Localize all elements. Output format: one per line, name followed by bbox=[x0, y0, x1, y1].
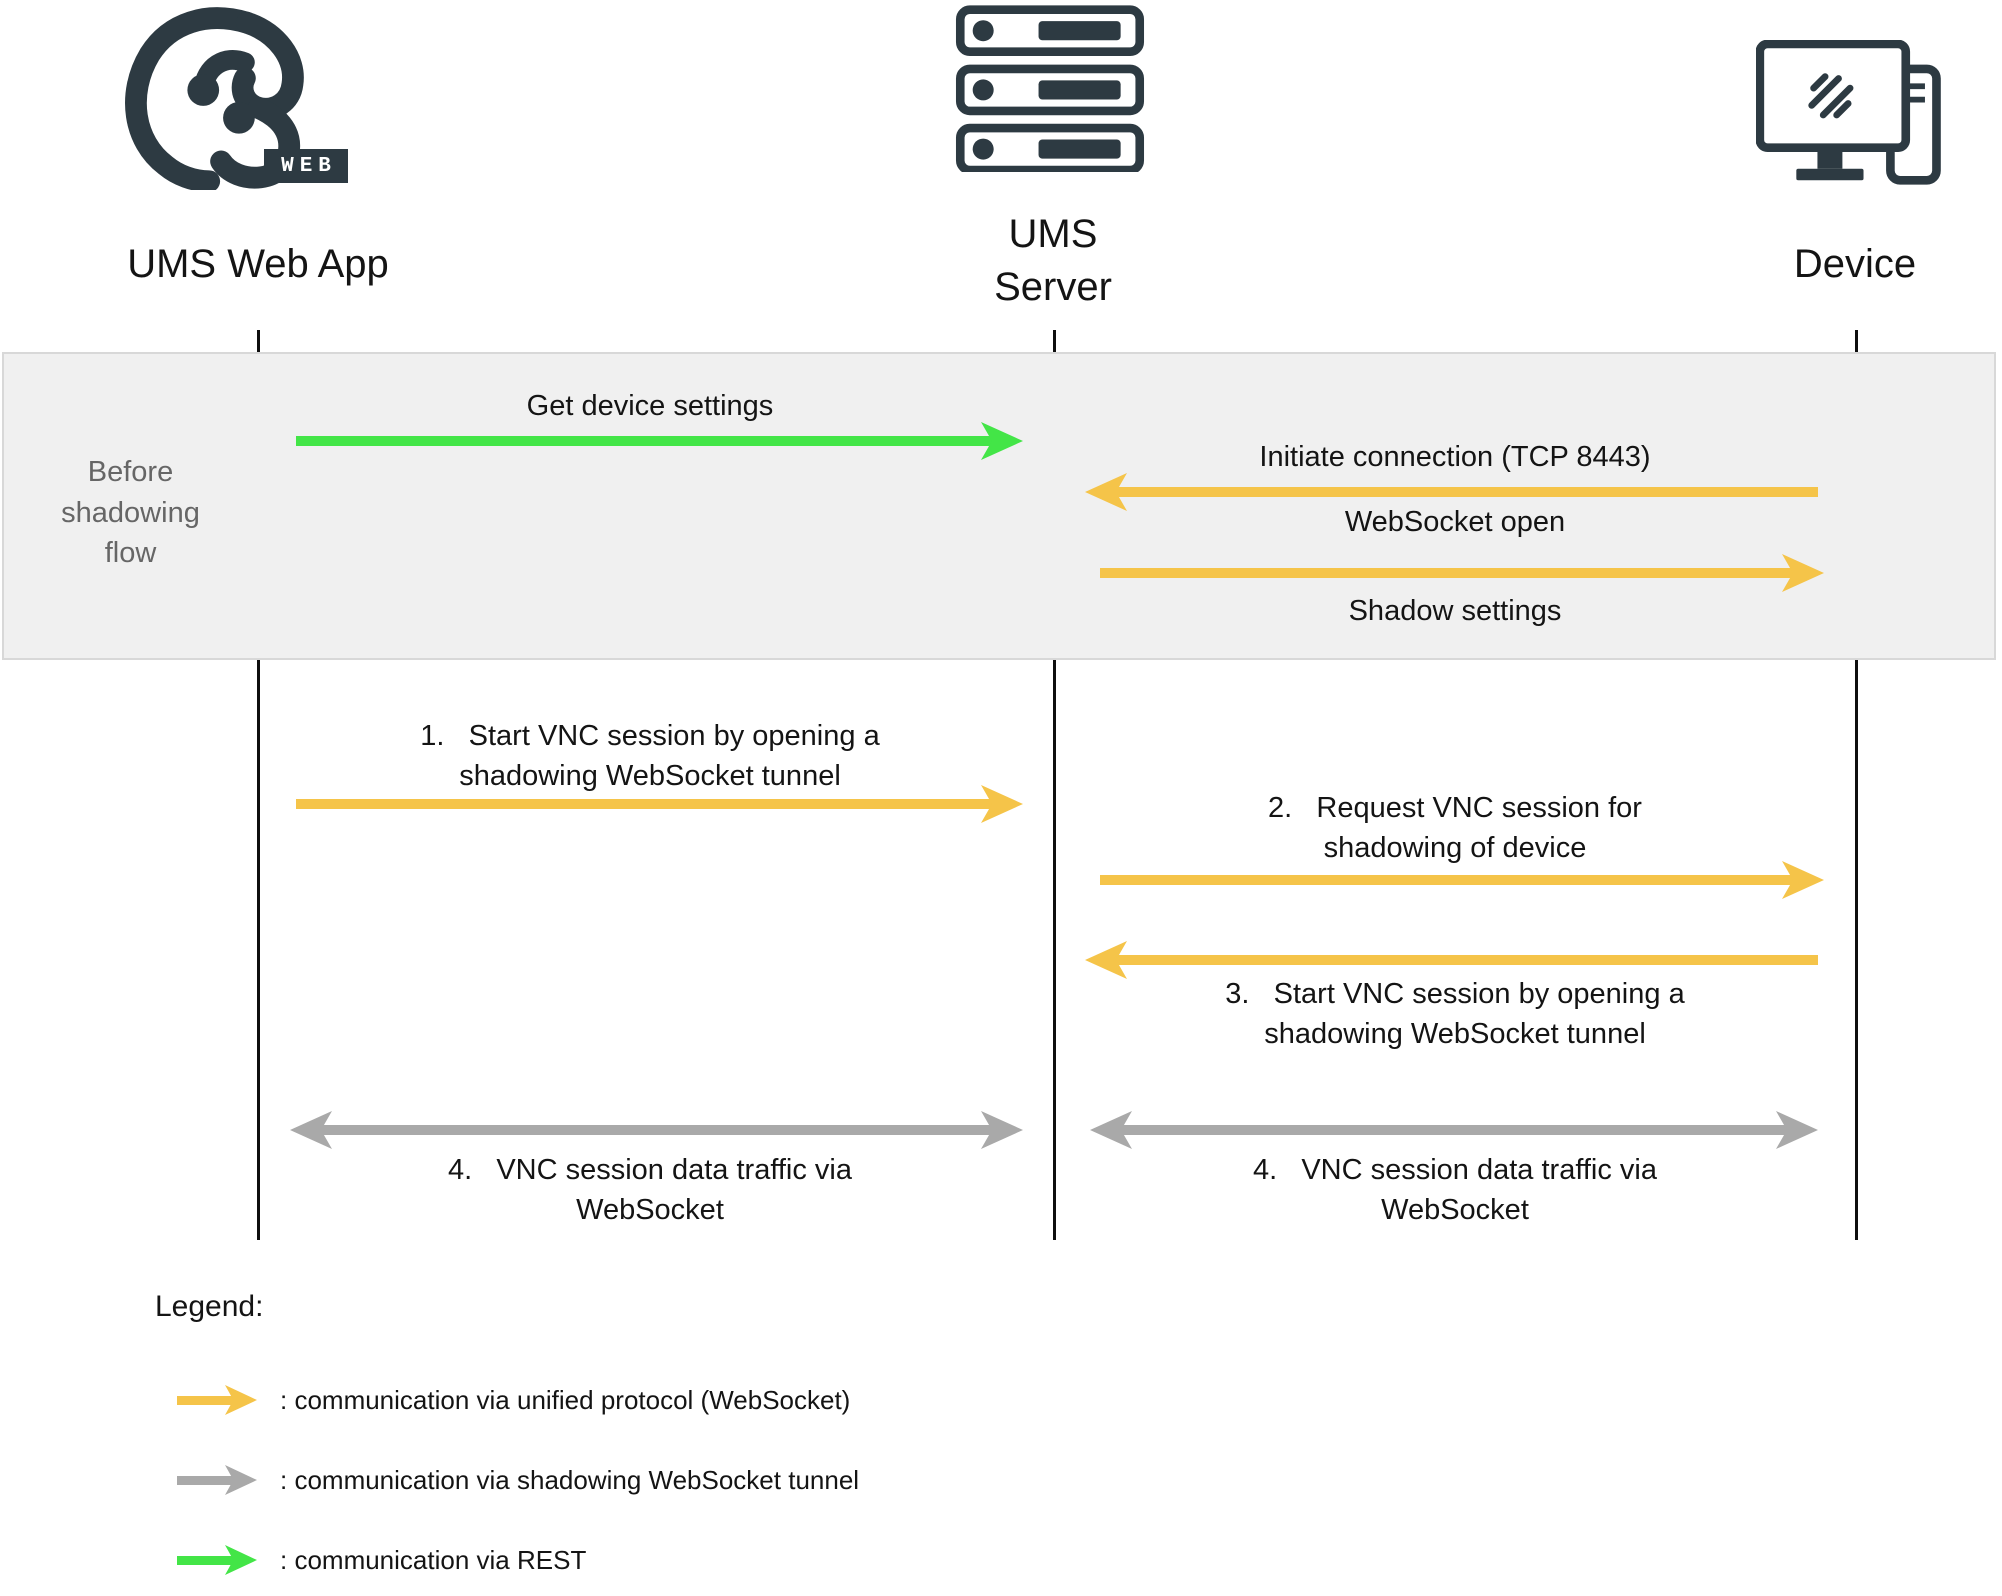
actor-label-ums-web-app: UMS Web App bbox=[127, 242, 389, 286]
actor-label-device: Device bbox=[1793, 242, 1917, 286]
msg-step4-right: 4. VNC session data traffic via WebSocke… bbox=[1252, 1154, 1658, 1226]
lifeline-device bbox=[1855, 330, 1858, 1240]
arrow-step4-left bbox=[290, 1108, 1023, 1152]
legend-item-unified-protocol: : communication via unified protocol (We… bbox=[280, 1385, 851, 1415]
arrow-websocket-open bbox=[1100, 551, 1824, 595]
msg-shadow-settings: Shadow settings bbox=[1348, 595, 1562, 627]
server-stack-icon bbox=[953, 4, 1147, 177]
arrow-step3 bbox=[1085, 938, 1818, 982]
lifeline-ums-server bbox=[1053, 330, 1056, 1240]
msg-get-device-settings: Get device settings bbox=[526, 390, 774, 422]
before-shadowing-label: Before shadowing flow bbox=[61, 456, 200, 570]
arrow-initiate-connection bbox=[1085, 470, 1818, 514]
lifeline-ums-web-app bbox=[257, 330, 260, 1240]
legend-title: Legend: bbox=[155, 1290, 264, 1323]
legend-green-arrow-icon bbox=[177, 1540, 257, 1580]
legend-yellow-arrow-icon bbox=[177, 1380, 257, 1420]
web-badge: WEB bbox=[264, 149, 348, 183]
device-monitor-icon bbox=[1755, 39, 1948, 195]
actor-label-ums-server: UMS Server bbox=[994, 212, 1112, 309]
arrow-step1 bbox=[296, 782, 1023, 826]
legend-item-shadowing-tunnel: : communication via shadowing WebSocket … bbox=[280, 1465, 860, 1495]
msg-step2: 2. Request VNC session for shadowing of … bbox=[1268, 792, 1642, 864]
msg-step1: 1. Start VNC session by opening a shadow… bbox=[420, 720, 880, 792]
arrow-step4-right bbox=[1090, 1108, 1818, 1152]
arrow-step2 bbox=[1100, 858, 1824, 902]
legend-item-rest: : communication via REST bbox=[280, 1545, 587, 1575]
msg-step3: 3. Start VNC session by opening a shadow… bbox=[1225, 978, 1685, 1050]
msg-step4-left: 4. VNC session data traffic via WebSocke… bbox=[447, 1154, 853, 1226]
msg-websocket-open: WebSocket open bbox=[1344, 506, 1566, 538]
before-shadowing-band bbox=[2, 352, 1996, 660]
msg-initiate-connection: Initiate connection (TCP 8443) bbox=[1259, 441, 1651, 473]
igel-web-logo-icon: WEB bbox=[122, 6, 348, 193]
legend-gray-arrow-icon bbox=[177, 1460, 257, 1500]
arrow-get-device-settings bbox=[296, 419, 1023, 463]
